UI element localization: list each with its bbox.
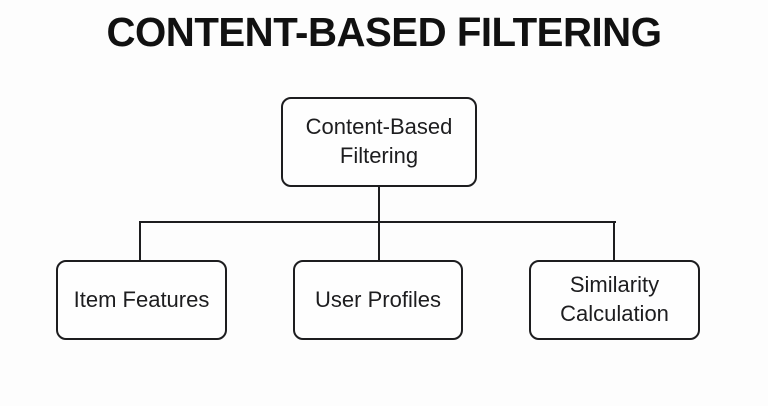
diagram-title: CONTENT-BASED FILTERING [106, 9, 662, 55]
node-item-features-label: Item Features [73, 286, 210, 312]
connector-drop-similarity-calculation [613, 221, 615, 261]
node-similarity-calculation-label: Similarity Calculation [560, 272, 669, 326]
node-item-features: Item Features [56, 260, 227, 340]
node-content-based-filtering: Content-Based Filtering [281, 97, 477, 187]
connector-horizontal-bus [139, 221, 616, 223]
node-user-profiles: User Profiles [293, 260, 463, 340]
node-content-based-filtering-label: Content-Based Filtering [305, 114, 453, 168]
node-similarity-calculation: Similarity Calculation [529, 260, 700, 340]
connector-root-to-user-profiles [378, 186, 380, 261]
connector-drop-item-features [139, 221, 141, 261]
node-user-profiles-label: User Profiles [315, 286, 441, 312]
